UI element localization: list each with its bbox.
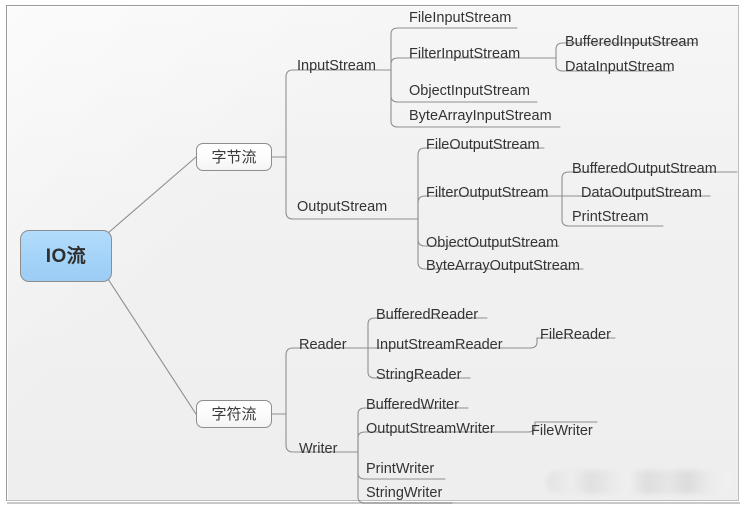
node-filewriter-label: FileWriter	[531, 423, 593, 439]
node-outputstream[interactable]: OutputStream	[295, 200, 389, 220]
node-stringwriter[interactable]: StringWriter	[364, 486, 444, 506]
node-bytearrayoutputstream[interactable]: ByteArrayOutputStream	[424, 259, 582, 279]
node-stringreader[interactable]: StringReader	[374, 368, 463, 388]
node-outputstreamwriter[interactable]: OutputStreamWriter	[364, 422, 497, 442]
node-bytearrayinputstream-label: ByteArrayInputStream	[409, 108, 552, 124]
node-inputstreamreader[interactable]: InputStreamReader	[374, 338, 505, 358]
node-bufferedreader[interactable]: BufferedReader	[374, 308, 480, 328]
node-datainputstream-label: DataInputStream	[565, 59, 675, 75]
node-stringreader-label: StringReader	[376, 367, 462, 383]
node-fileoutputstream-label: FileOutputStream	[426, 137, 540, 153]
node-inputstream[interactable]: InputStream	[295, 59, 378, 79]
node-printstream-label: PrintStream	[572, 209, 649, 225]
node-objectoutputstream-label: ObjectOutputStream	[426, 235, 559, 251]
node-datainputstream[interactable]: DataInputStream	[563, 60, 677, 80]
node-printstream[interactable]: PrintStream	[570, 210, 651, 230]
node-filteroutputstream[interactable]: FilterOutputStream	[424, 186, 551, 206]
root-node[interactable]: IO流	[20, 230, 112, 282]
node-dataoutputstream[interactable]: DataOutputStream	[579, 186, 704, 206]
node-bytearrayoutputstream-label: ByteArrayOutputStream	[426, 258, 580, 274]
node-outputstream-label: OutputStream	[297, 199, 388, 215]
node-filteroutputstream-label: FilterOutputStream	[426, 185, 549, 201]
node-filereader[interactable]: FileReader	[538, 328, 613, 348]
node-bytearrayinputstream[interactable]: ByteArrayInputStream	[407, 109, 554, 129]
branch-node-byte-stream[interactable]: 字节流	[196, 143, 272, 171]
node-reader-label: Reader	[299, 337, 347, 353]
node-fileinputstream-label: FileInputStream	[409, 10, 512, 26]
node-inputstream-label: InputStream	[297, 58, 376, 74]
node-bufferedinputstream-label: BufferedInputStream	[565, 34, 699, 50]
node-outputstreamwriter-label: OutputStreamWriter	[366, 421, 495, 437]
branch-node-char-stream[interactable]: 字符流	[196, 400, 272, 428]
node-filterinputstream-label: FilterInputStream	[409, 46, 521, 62]
node-filereader-label: FileReader	[540, 327, 611, 343]
node-bufferedwriter-label: BufferedWriter	[366, 397, 459, 413]
root-node-label: IO流	[45, 245, 87, 267]
node-printwriter[interactable]: PrintWriter	[364, 462, 436, 482]
node-objectoutputstream[interactable]: ObjectOutputStream	[424, 236, 560, 256]
node-filewriter[interactable]: FileWriter	[529, 424, 595, 444]
branch-node-byte-stream-label: 字节流	[211, 148, 257, 166]
node-fileoutputstream[interactable]: FileOutputStream	[424, 138, 542, 158]
node-bufferedoutputstream[interactable]: BufferedOutputStream	[570, 162, 719, 182]
node-bufferedreader-label: BufferedReader	[376, 307, 479, 323]
node-objectinputstream-label: ObjectInputStream	[409, 83, 530, 99]
node-writer[interactable]: Writer	[297, 442, 339, 462]
node-dataoutputstream-label: DataOutputStream	[581, 185, 702, 201]
node-filterinputstream[interactable]: FilterInputStream	[407, 47, 522, 67]
node-fileinputstream[interactable]: FileInputStream	[407, 11, 513, 31]
node-bufferedwriter[interactable]: BufferedWriter	[364, 398, 461, 418]
node-bufferedoutputstream-label: BufferedOutputStream	[572, 161, 717, 177]
watermark-redacted	[546, 470, 732, 494]
node-writer-label: Writer	[299, 441, 338, 457]
node-objectinputstream[interactable]: ObjectInputStream	[407, 84, 532, 104]
node-bufferedinputstream[interactable]: BufferedInputStream	[563, 35, 701, 55]
node-stringwriter-label: StringWriter	[366, 485, 443, 501]
branch-node-char-stream-label: 字符流	[211, 405, 257, 423]
node-printwriter-label: PrintWriter	[366, 461, 435, 477]
node-inputstreamreader-label: InputStreamReader	[376, 337, 503, 353]
node-reader[interactable]: Reader	[297, 338, 349, 358]
